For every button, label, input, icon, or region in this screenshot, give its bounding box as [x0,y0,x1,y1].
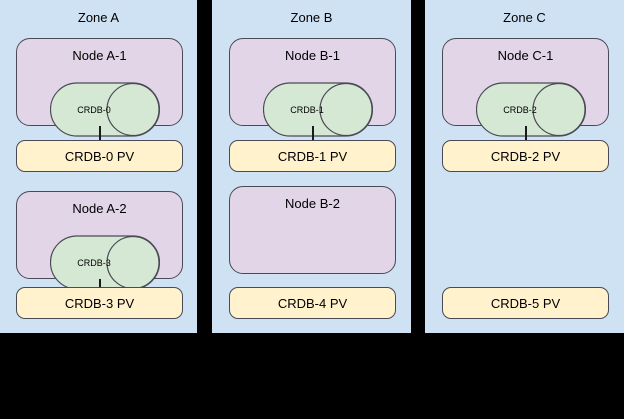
node-b-1-title: Node B-1 [285,48,340,63]
volume-crdb-4-pv-label: CRDB-4 PV [277,295,348,311]
volume-crdb-2-pv-label: CRDB-2 PV [490,148,561,164]
node-c-1: Node C-1 CRDB-2 [442,38,609,137]
volume-crdb-0-pv: CRDB-0 PV [16,140,183,172]
volume-crdb-5-pv: CRDB-5 PV [442,287,609,319]
volume-crdb-3-pv: CRDB-3 PV [16,287,183,319]
database-crdb-0: CRDB-0 [50,82,160,137]
node-b-2: Node B-2 [229,186,396,274]
zone-a-title: Zone A [77,10,120,25]
node-a-1: Node A-1 CRDB-0 [16,38,183,137]
node-b-1: Node B-1 CRDB-1 [229,38,396,137]
volume-crdb-1-pv: CRDB-1 PV [229,140,396,172]
volume-crdb-4-pv: CRDB-4 PV [229,287,396,319]
node-c-1-title: Node C-1 [497,48,554,63]
connector-crdb-1-to-pv [312,126,314,143]
database-crdb-1: CRDB-1 [263,82,373,137]
zone-a: Zone A Node A-1 CRDB-0 CRDB-0 PV Node A-… [0,0,197,333]
node-a-2: Node A-2 CRDB-3 [16,191,183,290]
node-a-1-title: Node A-1 [72,48,127,63]
node-b-2-title: Node B-2 [285,196,340,211]
volume-crdb-2-pv: CRDB-2 PV [442,140,609,172]
zone-c: Zone C Node C-1 CRDB-2 CRDB-2 PV CRDB-5 … [425,0,624,333]
database-crdb-2: CRDB-2 [476,82,586,137]
connector-crdb-2-to-pv [525,126,527,143]
volume-crdb-3-pv-label: CRDB-3 PV [64,295,135,311]
zone-c-title: Zone C [503,10,546,25]
volume-crdb-0-pv-label: CRDB-0 PV [64,148,135,164]
zone-b: Zone B Node B-1 CRDB-1 CRDB-1 PV Node B-… [212,0,411,333]
database-crdb-3: CRDB-3 [50,235,160,290]
zone-b-title: Zone B [290,10,333,25]
volume-crdb-5-pv-label: CRDB-5 PV [490,295,561,311]
volume-crdb-1-pv-label: CRDB-1 PV [277,148,348,164]
connector-crdb-0-to-pv [99,126,101,143]
node-a-2-title: Node A-2 [72,201,127,216]
